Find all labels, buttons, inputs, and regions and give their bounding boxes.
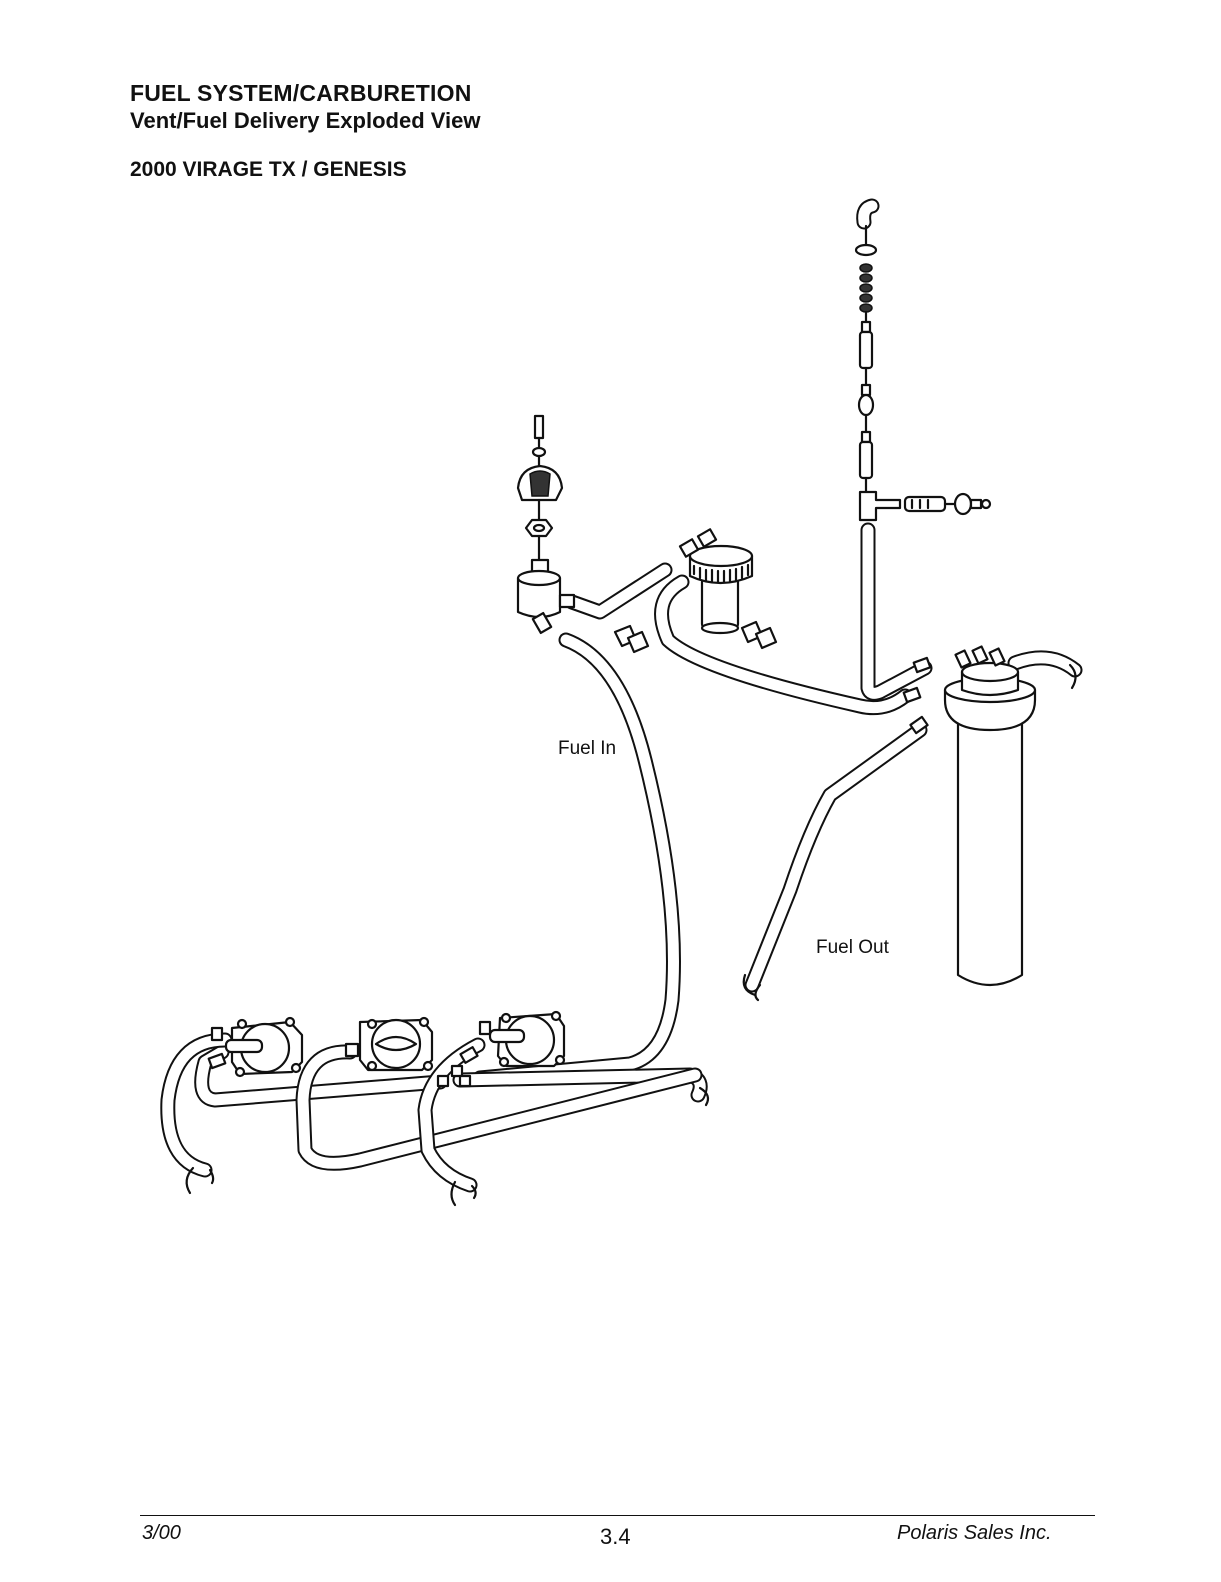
hoses (168, 530, 1075, 1185)
filter-to-separator-hose (572, 570, 665, 612)
vent-clamp-icon (856, 245, 876, 255)
fuel-filter-assembly (518, 416, 574, 633)
vent-tee-icon (860, 492, 900, 520)
vent-valve-icon (955, 494, 971, 514)
vent-check-valve-icon (860, 264, 872, 312)
fuel-in-hose (480, 640, 673, 1078)
footer-company: Polaris Sales Inc. (897, 1522, 1052, 1545)
footer-page-number: 3.4 (600, 1524, 631, 1550)
footer-rule (140, 1515, 1095, 1516)
vent-tube-icon (860, 332, 872, 368)
fuel-in-label: Fuel In (558, 738, 616, 759)
filter-screw-icon (535, 416, 543, 438)
fuel-out-label: Fuel Out (816, 937, 890, 958)
vent-tube-icon (860, 442, 872, 478)
tank-return-hose (1015, 658, 1075, 670)
vent-line-assembly (856, 206, 990, 520)
water-separator-assembly (680, 529, 752, 633)
hose-ends (187, 665, 1076, 1205)
carburetor-2 (346, 1018, 432, 1070)
hose-clamps (615, 622, 776, 652)
fuel-tank (904, 647, 1035, 985)
fuel-tank-body-icon (958, 710, 1022, 985)
separator-bowl-icon (702, 578, 738, 628)
footer-date: 3/00 (142, 1522, 181, 1545)
filter-washer-icon (533, 448, 545, 456)
